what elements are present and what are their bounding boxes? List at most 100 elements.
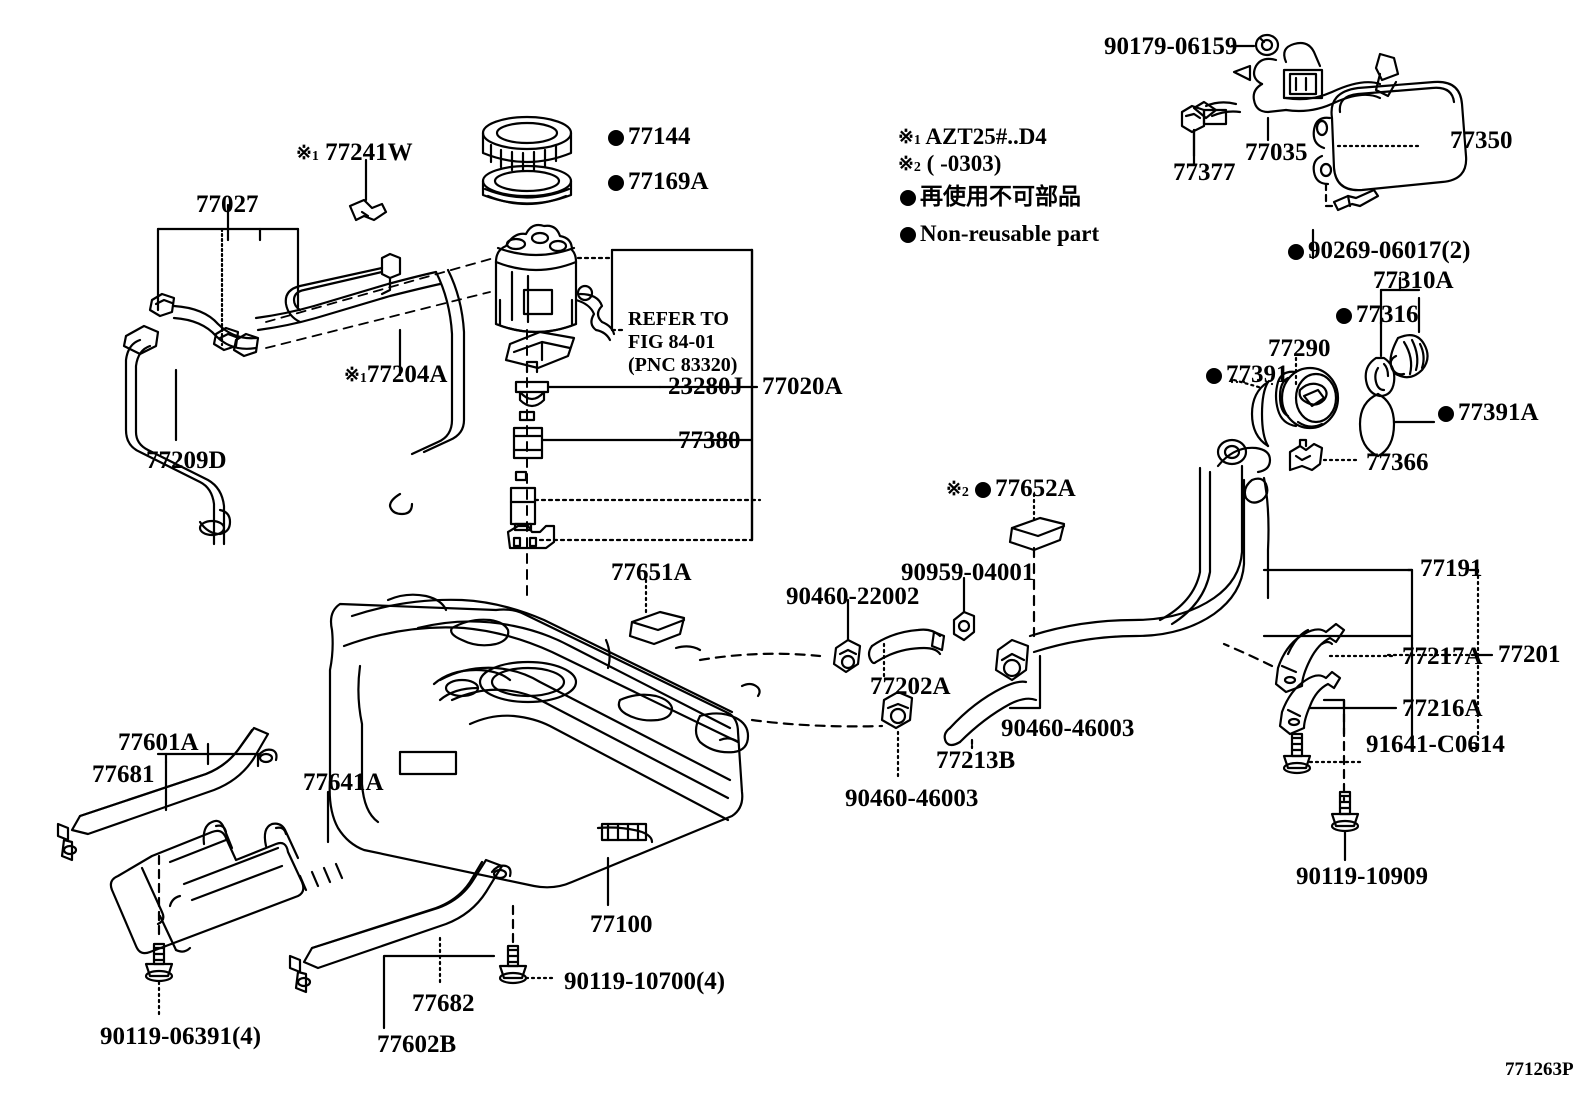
part-label-77682: 77682	[412, 990, 475, 1017]
part-77366-clip	[1288, 438, 1324, 472]
part-23280J	[514, 360, 550, 408]
part-label-77601A: 77601A	[118, 729, 199, 756]
part-90179-06159-nut	[1254, 33, 1280, 57]
part-77144-cap	[481, 115, 573, 173]
nonreusable-dot-icon	[1206, 368, 1222, 384]
part-77020A-pump-module	[494, 223, 578, 334]
part-label-77310A: 77310A	[1373, 267, 1454, 294]
part-label-91641-C0614: 91641-C0614	[1366, 731, 1505, 758]
part-label-90119-10909: 90119-10909	[1296, 863, 1428, 890]
part-label-90460-22002: 90460-22002	[786, 583, 920, 610]
part-label-77100: 77100	[590, 911, 653, 938]
clamp-90460-46003-a	[880, 690, 914, 730]
part-label-77391A: 77391A	[1438, 400, 1539, 425]
part-label-77391: 77391	[1206, 362, 1289, 387]
nonreusable-dot-icon	[1336, 308, 1352, 324]
part-77290-retainer	[1274, 366, 1340, 430]
clamp-90460-46003-b	[994, 638, 1030, 682]
part-77316-cap	[1389, 333, 1429, 379]
part-77651A-pad	[628, 610, 686, 646]
part-77377-bolt	[1180, 104, 1228, 166]
part-77652A-pad	[1008, 516, 1066, 552]
nonreusable-dot-icon	[975, 482, 992, 498]
part-77241W-clip	[348, 198, 388, 222]
nonreusable-dot-icon	[1288, 244, 1304, 260]
part-label-77652A: ※2 77652A	[946, 475, 1076, 502]
part-label-77602B: 77602B	[377, 1031, 457, 1058]
part-77641A-protector	[109, 819, 344, 955]
nonreusable-dot-icon	[900, 227, 916, 243]
part-77213B-hose	[943, 680, 1038, 747]
legend-nonreusable-jp: 再使用不可部品	[900, 185, 1081, 209]
part-77202A-hose	[867, 628, 946, 665]
part-label-90179-06159: 90179-06159	[1104, 33, 1238, 60]
part-label-90269-06017: 90269-06017(2)	[1288, 238, 1470, 263]
part-label-77366: 77366	[1366, 449, 1429, 476]
part-label-77213B: 77213B	[936, 747, 1016, 774]
part-label-77241W: ※1 77241W	[296, 139, 413, 166]
part-label-90460-46003-b: 90460-46003	[1001, 715, 1135, 742]
legend-note-1: ※1 AZT25#..D4	[898, 124, 1047, 149]
nonreusable-dot-icon	[1438, 406, 1454, 422]
clamp-1	[148, 292, 176, 318]
part-label-90460-46003-a: 90460-46003	[845, 785, 979, 812]
nonreusable-dot-icon	[608, 130, 624, 146]
part-label-77217A: 77217A	[1402, 643, 1483, 670]
clamp-3	[232, 332, 260, 358]
part-label-77144: 77144	[608, 124, 691, 149]
part-91641-C0614-bolt	[1282, 732, 1312, 775]
part-label-77216A: 77216A	[1402, 695, 1483, 722]
part-label-90959-04001: 90959-04001	[901, 559, 1035, 586]
part-label-23280J: 23280J	[668, 373, 743, 400]
part-77209D-tube	[122, 304, 258, 546]
part-label-77020A: 77020A	[762, 373, 843, 400]
part-label-77202A: 77202A	[870, 673, 951, 700]
part-90119-10700-bolt	[498, 944, 528, 985]
note-mark-1: ※	[296, 143, 312, 164]
part-77191-filler-pipe	[1028, 438, 1272, 654]
part-77682-band	[288, 858, 512, 994]
part-77316-ring	[1364, 356, 1396, 398]
part-77204A-tube	[254, 252, 466, 516]
legend-nonreusable-en: Non-reusable part	[900, 222, 1099, 245]
part-label-77209D: 77209D	[146, 447, 227, 474]
clamp-90959-04001	[952, 610, 976, 642]
part-label-77380: 77380	[678, 427, 741, 454]
nonreusable-dot-icon	[608, 175, 624, 191]
nonreusable-dot-icon	[900, 190, 916, 206]
refer-to-note: REFER TO FIG 84-01 (PNC 83320)	[628, 308, 738, 376]
part-label-77316: 77316	[1336, 302, 1419, 327]
part-77169A-gasket	[481, 164, 573, 206]
part-label-77350: 77350	[1450, 127, 1513, 154]
part-label-90119-10700: 90119-10700(4)	[564, 968, 726, 995]
part-pump-bracket	[506, 524, 556, 550]
part-77035-cable	[1192, 41, 1400, 120]
part-77216A-bracket	[1278, 670, 1346, 736]
legend-note-2: ※2 ( -0303)	[898, 151, 1002, 176]
part-fuel-lid-pin	[1332, 188, 1380, 212]
part-label-77290: 77290	[1268, 335, 1331, 362]
part-77391A-gasket	[1358, 392, 1396, 458]
part-label-77204A: ※177204A	[344, 361, 448, 388]
part-label-77169A: 77169A	[608, 169, 709, 194]
sheet-code: 771263P	[1505, 1059, 1574, 1080]
part-77217A-bracket	[1274, 622, 1346, 694]
part-77681-band	[56, 726, 278, 862]
part-label-77035: 77035	[1245, 139, 1308, 166]
part-label-77651A: 77651A	[611, 559, 692, 586]
part-label-77377: 77377	[1173, 159, 1236, 186]
clamp-2	[212, 326, 240, 352]
part-label-77201: 77201	[1498, 641, 1561, 668]
part-fuel-pump-inner	[509, 470, 537, 532]
part-77380	[512, 410, 544, 460]
part-77350-fuel-lid	[1312, 80, 1468, 192]
part-77100-fuel-tank	[328, 593, 761, 889]
part-label-77191: 77191	[1420, 555, 1483, 582]
part-label-77681: 77681	[92, 761, 155, 788]
part-label-90119-06391: 90119-06391(4)	[100, 1023, 262, 1050]
part-label-77027: 77027	[196, 191, 259, 218]
part-77391-gasket	[1250, 380, 1270, 448]
clamp-90460-22002	[832, 638, 862, 674]
